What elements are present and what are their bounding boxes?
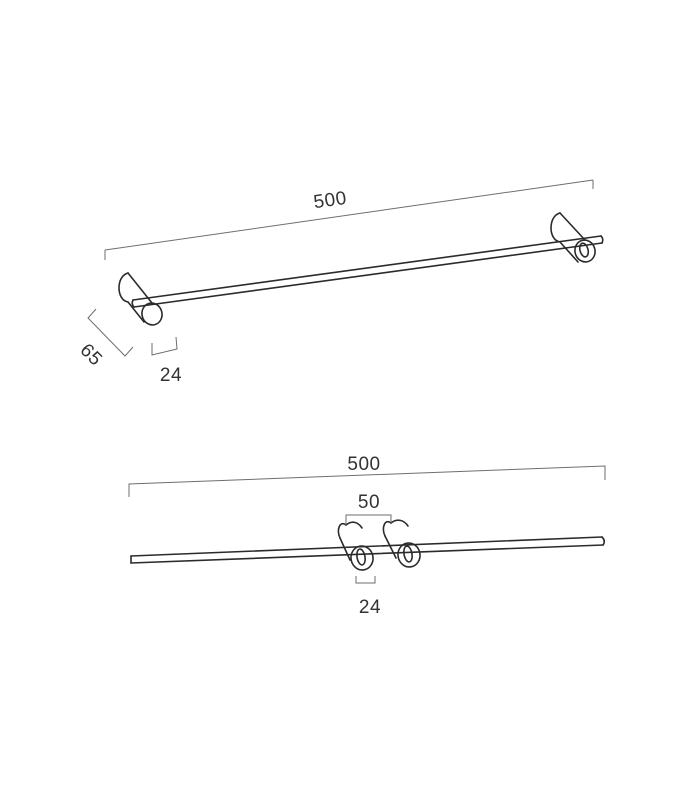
- front-left-mount-face: [350, 545, 374, 571]
- top-depth-label: 65: [76, 340, 107, 371]
- front-left-mount-bottom-edge: [339, 537, 351, 561]
- top-depth-dimension: 65: [76, 308, 134, 371]
- top-right-mount-bottom-edge: [559, 241, 579, 263]
- front-spacing-dimension: 50: [345, 492, 392, 525]
- front-right-mount-bottom-edge: [384, 535, 397, 559]
- top-right-mount-back: [550, 212, 561, 243]
- front-view: 500: [128, 454, 606, 618]
- top-length-dimension: 500: [104, 179, 594, 260]
- front-right-mount-top: [390, 519, 409, 527]
- top-diameter-dimension: 24: [151, 336, 182, 386]
- top-length-dimension-line: [104, 179, 594, 260]
- top-diameter-label: 24: [160, 365, 182, 386]
- top-length-label: 500: [312, 188, 348, 213]
- front-right-mount-collar: [403, 545, 413, 563]
- front-length-dimension: 500: [128, 454, 606, 497]
- front-bar: [130, 536, 606, 564]
- front-length-dimension-line: [128, 465, 606, 497]
- top-depth-dimension-line: [87, 308, 134, 357]
- top-bar-left-end: [131, 299, 135, 308]
- top-bar-lower-edge: [133, 242, 603, 308]
- top-right-mount-collar: [578, 242, 590, 258]
- top-left-mount-back: [118, 272, 129, 303]
- front-right-mount: [382, 519, 421, 568]
- front-right-mount-face: [397, 542, 421, 568]
- top-right-mount-top-edge: [559, 212, 586, 241]
- top-view: 500: [76, 179, 604, 386]
- front-diameter-dimension-line: [355, 576, 376, 584]
- front-left-mount-top: [345, 521, 363, 529]
- front-left-mount-back: [337, 522, 347, 539]
- front-right-mount-back: [382, 520, 392, 537]
- top-left-mount-top-edge: [127, 272, 153, 304]
- top-left-mount: [118, 272, 163, 326]
- front-spacing-dimension-line: [345, 514, 392, 525]
- front-left-mount-collar: [356, 548, 366, 566]
- top-left-mount-bottom-edge: [127, 301, 145, 323]
- front-diameter-label: 24: [359, 597, 381, 618]
- front-bar-lower-edge: [130, 544, 604, 564]
- front-length-label: 500: [347, 454, 380, 475]
- top-right-mount: [550, 212, 596, 263]
- top-bar: [131, 235, 604, 308]
- top-diameter-dimension-line: [151, 336, 178, 356]
- front-left-mount: [337, 521, 374, 571]
- top-bar-right-end: [600, 235, 604, 244]
- top-bar-upper-edge: [132, 235, 602, 301]
- front-spacing-label: 50: [358, 492, 380, 513]
- front-bar-right-end: [601, 536, 606, 546]
- front-diameter-dimension: 24: [355, 576, 381, 618]
- top-left-mount-face: [141, 302, 163, 326]
- top-right-mount-face: [574, 239, 596, 263]
